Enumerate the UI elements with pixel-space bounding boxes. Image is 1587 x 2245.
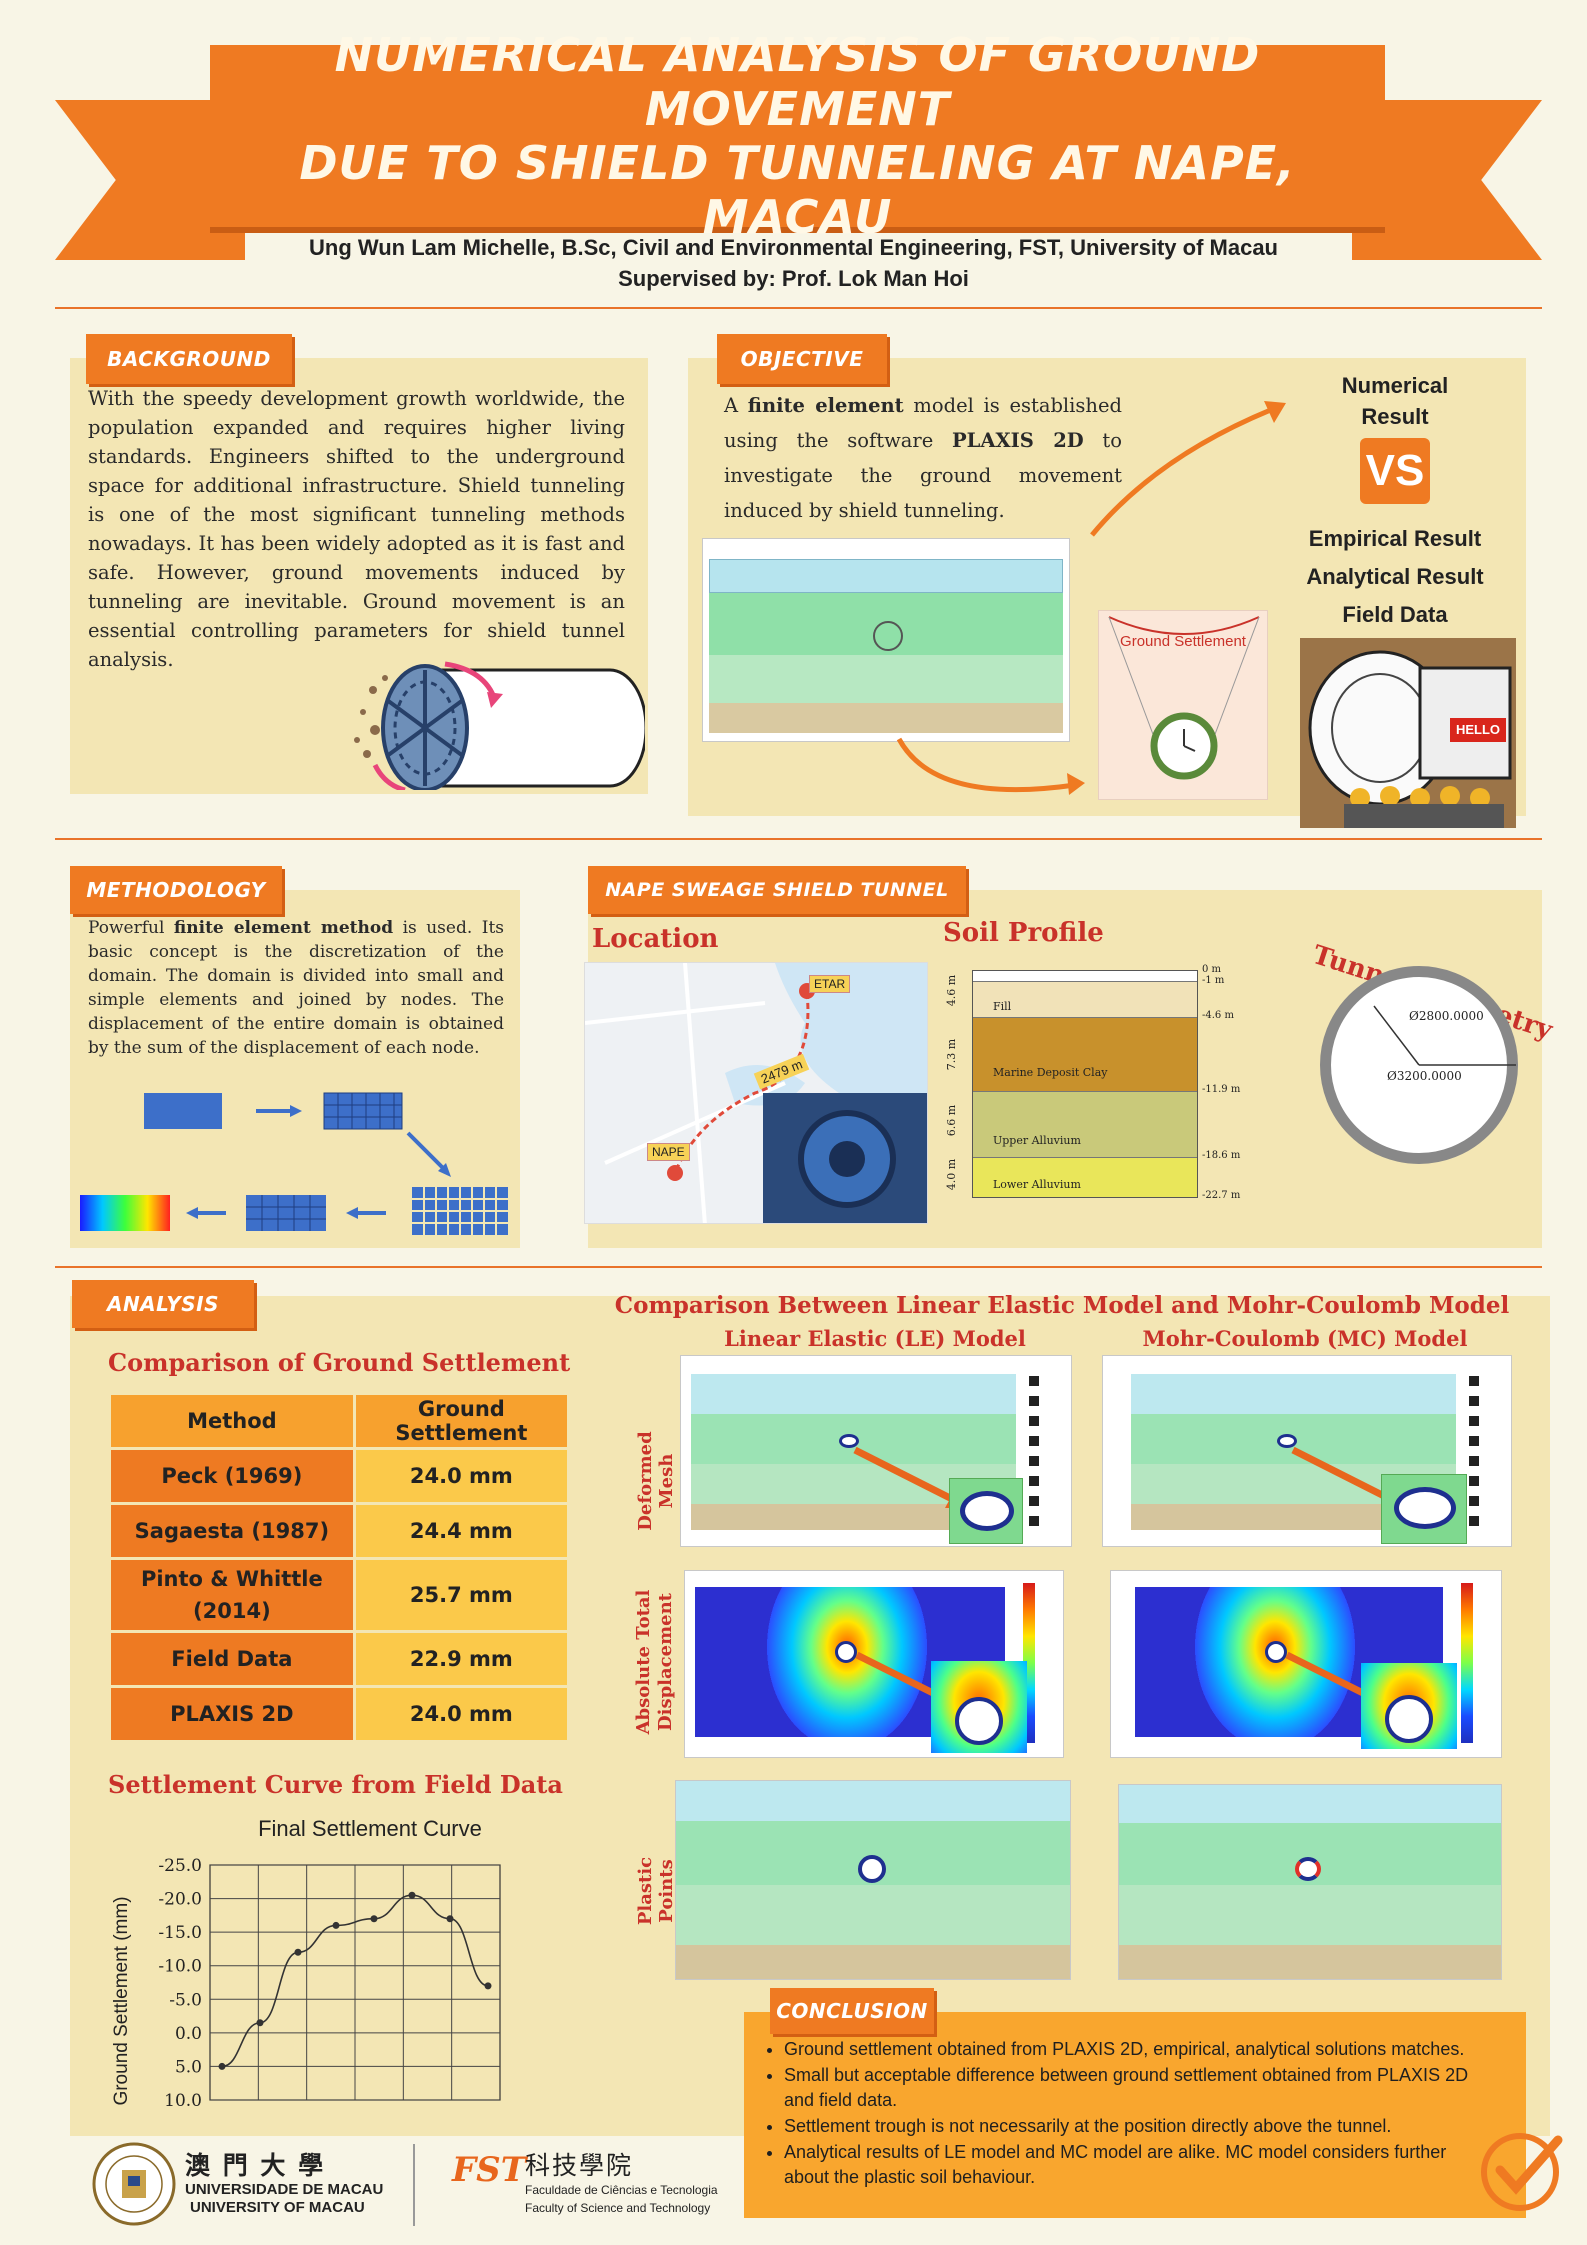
um-english-name: UNIVERSITY OF MACAU	[190, 2199, 365, 2216]
fem-process-diagram	[80, 1092, 508, 1235]
um-portuguese-name: UNIVERSIDADE DE MACAU	[185, 2181, 384, 2198]
table-row: Sagaesta (1987)24.4 mm	[111, 1505, 567, 1557]
settlement-point	[408, 1891, 416, 1899]
y-tick-label: -15.0	[158, 1923, 202, 1943]
ground-settlement-label: Ground Settlement	[1120, 633, 1246, 650]
divider	[55, 838, 1542, 840]
title-line-2: DUE TO SHIELD TUNNELING AT NAPE, MACAU	[299, 136, 1296, 244]
tbm-illustration: HELLO	[1300, 638, 1516, 828]
fst-english-name: Faculty of Science and Technology	[525, 2201, 711, 2215]
fst-logo: FST	[452, 2150, 526, 2190]
nape-label: NAPE	[647, 1143, 690, 1161]
objective-tag: OBJECTIVE	[717, 334, 887, 384]
settlement-point	[294, 1948, 302, 1956]
y-tick-label: 0.0	[175, 2024, 202, 2044]
author-line: Ung Wun Lam Michelle, B.Sc, Civil and En…	[309, 235, 1278, 260]
vs-badge: VS	[1360, 438, 1430, 504]
objective-text: A finite element model is established us…	[724, 394, 1122, 522]
analysis-tag: ANALYSIS	[72, 1280, 254, 1328]
settlement-table: Method Ground Settlement Peck (1969)24.0…	[108, 1392, 570, 1743]
settlement-point	[484, 1982, 492, 1990]
soil-profile-chart: Fill Marine Deposit Clay Upper Alluvium …	[945, 964, 1241, 1201]
location-heading: Location	[592, 924, 719, 954]
y-tick-label: -20.0	[158, 1890, 202, 1910]
comparison-targets: Empirical Result Analytical Result Field…	[1280, 520, 1510, 634]
table-row: Pinto & Whittle (2014)25.7 mm	[111, 1560, 567, 1630]
fst-portuguese-name: Faculdade de Ciências e Tecnologia	[525, 2183, 718, 2197]
settlement-chart: Final Settlement Curve Ground Settlement…	[100, 1810, 600, 2110]
mc-plastic-points	[1118, 1784, 1502, 1980]
field-data: Field Data	[1342, 602, 1448, 627]
arrow-up-icon	[1090, 401, 1286, 537]
list-item: Analytical results of LE model and MC mo…	[784, 2140, 1484, 2190]
row-label-deformed: Deformed Mesh	[635, 1431, 677, 1531]
checkmark-icon	[1481, 2133, 1563, 2211]
soil-profile-heading: Soil Profile	[943, 918, 1104, 948]
plaxis-model-thumbnail	[702, 538, 1070, 742]
mc-displacement	[1110, 1570, 1502, 1758]
divider	[55, 307, 1542, 309]
numerical-result: Numerical Result	[1341, 373, 1449, 429]
le-deformed-mesh	[680, 1355, 1072, 1547]
methodology-tag: METHODOLOGY	[70, 866, 282, 914]
conclusion-panel	[744, 2012, 1526, 2218]
y-tick-label: 10.0	[164, 2091, 202, 2110]
title-line-1: NUMERICAL ANALYSIS OF GROUND MOVEMENT	[334, 28, 1261, 136]
tunnel-ring: Ø2800.0000 Ø3200.0000	[1320, 966, 1518, 1164]
um-seal-logo	[92, 2142, 176, 2226]
le-displacement	[684, 1570, 1064, 1758]
tunnel-boring-machine-icon	[354, 661, 645, 790]
y-tick-label: 5.0	[175, 2057, 202, 2077]
poster-title: NUMERICAL ANALYSIS OF GROUND MOVEMENT DU…	[210, 28, 1385, 244]
mc-deformed-mesh	[1102, 1355, 1512, 1547]
analytical-result: Analytical Result	[1306, 564, 1484, 589]
settlement-diagram: Ground Settlement	[1098, 610, 1268, 800]
model-comparison-heading: Comparison Between Linear Elastic Model …	[614, 1292, 1510, 1319]
settlement-point	[370, 1915, 378, 1923]
le-model-heading: Linear Elastic (LE) Model	[724, 1326, 1026, 1351]
le-plastic-points	[675, 1780, 1071, 1980]
y-tick-label: -10.0	[158, 1957, 202, 1977]
footer-divider	[413, 2144, 415, 2226]
fst-chinese-name: 科技學院	[525, 2151, 634, 2180]
settlement-point	[256, 2019, 264, 2027]
y-tick-label: -25.0	[158, 1856, 202, 1876]
conclusion-tag: CONCLUSION	[770, 1988, 934, 2034]
y-tick-label: -5.0	[169, 1990, 202, 2010]
row-label-plastic: Plastic Points	[635, 1856, 677, 1926]
settlement-point	[218, 2062, 226, 2070]
arrow-down-icon	[896, 737, 1085, 795]
list-item: Ground settlement obtained from PLAXIS 2…	[784, 2037, 1484, 2062]
table-row: Peck (1969)24.0 mm	[111, 1450, 567, 1502]
divider	[55, 1266, 1542, 1268]
location-map: ETAR NAPE 2479 m	[584, 962, 928, 1224]
settlement-plot: -25.0 -20.0 -15.0 -10.0 -5.0 0.0 5.0 10.0	[158, 1856, 501, 2110]
chart-title: Final Settlement Curve	[258, 1816, 482, 1841]
table-header-row: Method Ground Settlement	[111, 1395, 567, 1447]
background-tag: BACKGROUND	[86, 334, 292, 384]
etar-label: ETAR	[809, 975, 851, 993]
title-banner: NUMERICAL ANALYSIS OF GROUND MOVEMENT DU…	[210, 28, 1385, 244]
mc-model-heading: Mohr-Coulomb (MC) Model	[1142, 1326, 1468, 1351]
curve-heading: Settlement Curve from Field Data	[108, 1770, 563, 1799]
authors: Ung Wun Lam Michelle, B.Sc, Civil and En…	[0, 232, 1587, 294]
settlement-point	[332, 1921, 340, 1929]
list-item: Small but acceptable difference between …	[784, 2063, 1484, 2113]
background-text: With the speedy development growth world…	[88, 387, 625, 671]
settlement-point	[446, 1915, 454, 1923]
nape-tag: NAPE SWEAGE SHIELD TUNNEL	[588, 866, 966, 914]
comparison-heading: Comparison of Ground Settlement	[108, 1348, 571, 1377]
empirical-result: Empirical Result	[1308, 526, 1482, 551]
conclusion-list: Ground settlement obtained from PLAXIS 2…	[764, 2037, 1484, 2191]
methodology-text: Powerful finite element method is used. …	[88, 918, 504, 1058]
supervisor-line: Supervised by: Prof. Lok Man Hoi	[618, 266, 969, 291]
list-item: Settlement trough is not necessarily at …	[784, 2114, 1484, 2139]
um-chinese-name: 澳 門 大 學	[185, 2151, 326, 2180]
hello-sign: HELLO	[1455, 722, 1501, 737]
